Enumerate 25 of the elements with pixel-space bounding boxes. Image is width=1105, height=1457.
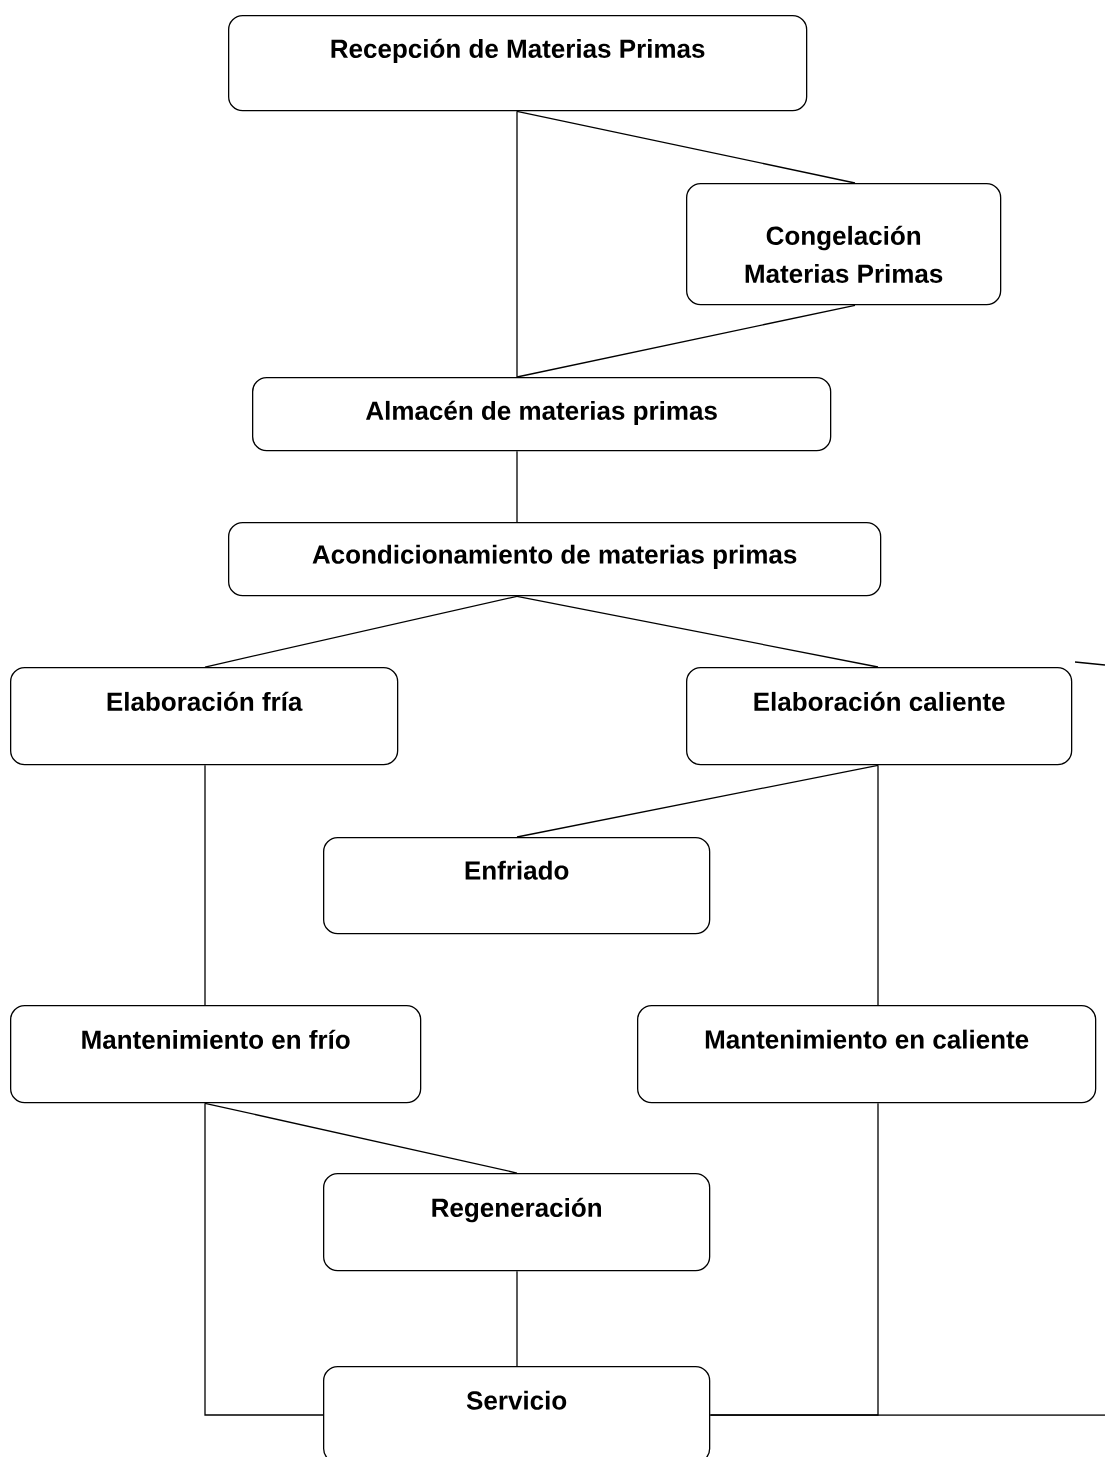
connector-line [204,764,206,1006]
connector-line [516,450,518,523]
connector-line [204,1102,518,1174]
connector-line [1074,661,1105,666]
process-box: Mantenimiento en frío [10,1005,422,1104]
connector-line [516,304,856,378]
process-box: Enfriado [323,837,711,935]
connector-line [204,595,518,668]
connector-line [877,764,879,1006]
process-box: Congelación Materias Primas [686,183,1002,306]
connector-line [709,1414,1105,1416]
connector-line [204,1102,324,1416]
connector-line [516,110,856,184]
process-box: Elaboración caliente [686,667,1073,766]
process-box: Regeneración [323,1173,711,1272]
process-box: Servicio [323,1366,711,1457]
process-box: Mantenimiento en caliente [637,1005,1097,1104]
process-box: Recepción de Materias Primas [228,15,808,112]
connector-line [516,764,879,838]
connector-line [516,110,518,378]
connector-line [516,1270,518,1367]
process-box: Elaboración fría [10,667,399,766]
connector-line [516,595,879,668]
process-box: Acondicionamiento de materias primas [228,522,882,597]
process-box: Almacén de materias primas [252,377,832,452]
